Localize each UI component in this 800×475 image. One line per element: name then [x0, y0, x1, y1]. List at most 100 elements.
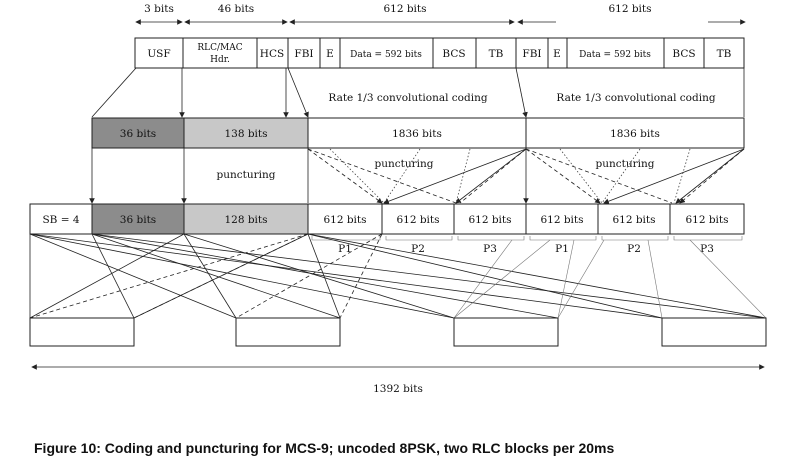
burst-box-2 — [235, 317, 341, 347]
block2-coding-arrow — [515, 67, 528, 118]
tb1-label: TB — [489, 48, 504, 60]
block2-puncturing-label: puncturing — [596, 158, 655, 170]
fbi2-field — [515, 37, 549, 69]
punct1-dash-a — [307, 148, 383, 204]
burst-cell-4-label: 612 bits — [540, 214, 583, 226]
usf-bits-label: 3 bits — [144, 3, 174, 15]
map-t1 — [453, 239, 513, 319]
map-15 — [307, 233, 767, 319]
map-8 — [91, 233, 767, 319]
map-t5 — [647, 239, 663, 319]
fbi2-label: FBI — [522, 48, 541, 60]
data2-label: Data = 592 bits — [579, 50, 651, 60]
hdr-bits-label: 46 bits — [218, 3, 254, 15]
punct2-solid-a — [603, 148, 745, 204]
punct2-solid-b — [675, 148, 745, 204]
burst-row: SB = 4 36 bits 128 bits 612 bits 612 bit… — [29, 203, 745, 235]
map-10 — [183, 233, 237, 319]
burst-cell-2 — [381, 203, 455, 235]
bcs1-field — [432, 37, 477, 69]
map-t3 — [557, 239, 575, 319]
punct2-dash-a — [525, 148, 601, 204]
burst-cell-3 — [453, 203, 527, 235]
coding-arrows — [91, 67, 745, 118]
rlc-mac-header-field — [182, 37, 258, 69]
block1-coding-arrow — [287, 67, 309, 118]
rlc-mac-label: RLC/MAC — [197, 43, 242, 53]
tb1-field — [475, 37, 517, 69]
bcs2-label: BCS — [672, 48, 695, 60]
coded-block2-label: 1836 bits — [610, 128, 660, 140]
map-d1 — [29, 233, 309, 319]
burst-hdr-label: 128 bits — [224, 214, 267, 226]
burst-cell-6-label: 612 bits — [685, 214, 728, 226]
punct1-dot-b — [383, 148, 421, 204]
map-13 — [307, 233, 341, 319]
p-label-5: P2 — [627, 243, 641, 255]
punct1-dash-b — [307, 148, 457, 204]
burst-cell-5-label: 612 bits — [612, 214, 655, 226]
brace-p2b — [601, 236, 669, 241]
p-label-4: P1 — [555, 243, 569, 255]
punct1-dot-c — [455, 148, 471, 204]
data1-label: Data = 592 bits — [350, 50, 422, 60]
p-label-2: P2 — [411, 243, 425, 255]
p-label-1: P1 — [338, 243, 352, 255]
burst-boxes — [29, 317, 767, 347]
map-9 — [29, 233, 185, 319]
brace-p1b — [529, 236, 597, 241]
brace-p1a — [311, 236, 381, 241]
usf-field-label: USF — [147, 48, 170, 60]
map-2 — [29, 233, 237, 319]
fbi1-label: FBI — [294, 48, 313, 60]
map-d3 — [235, 233, 383, 319]
coding-label-left: Rate 1/3 convolutional coding — [328, 92, 487, 104]
map-t2 — [453, 239, 551, 319]
map-5 — [91, 233, 135, 319]
coded-usf-label: 36 bits — [120, 128, 156, 140]
puncturing-area: puncturing puncturing puncturing — [89, 148, 745, 204]
burst-cell-5 — [597, 203, 671, 235]
burst-cell-4 — [525, 203, 599, 235]
map-6 — [91, 233, 341, 319]
sb-label: SB = 4 — [42, 214, 79, 226]
map-d4 — [339, 233, 383, 319]
p-braces — [311, 236, 743, 241]
punct2-dot-a — [559, 148, 603, 204]
burst-cell-1-label: 612 bits — [323, 214, 366, 226]
punct1-dash-c — [459, 148, 527, 204]
map-11 — [183, 233, 455, 319]
punct2-dot-c — [673, 148, 691, 204]
hcs-field-label: HCS — [260, 48, 284, 60]
burst-box-3 — [453, 317, 559, 347]
map-t4 — [557, 239, 605, 319]
map-d2 — [133, 233, 309, 319]
burst-cell-2-label: 612 bits — [396, 214, 439, 226]
usf-field — [134, 37, 184, 69]
p-label-6: P3 — [700, 243, 714, 255]
burst-usf-label: 36 bits — [120, 214, 156, 226]
coded-block2-cell — [525, 117, 745, 149]
hdr-label: Hdr. — [210, 55, 230, 65]
punct1-solid-b — [455, 148, 527, 204]
bcs1-label: BCS — [442, 48, 465, 60]
usf-fan-left — [91, 67, 137, 118]
top-bit-arrows: 3 bits 46 bits 612 bits 612 bits — [135, 3, 746, 25]
burst-box-4 — [661, 317, 767, 347]
block2-bits-label: 612 bits — [608, 3, 651, 15]
brace-p2a — [385, 236, 453, 241]
brace-p3a — [457, 236, 525, 241]
map-4 — [29, 233, 663, 319]
burst-box-1 — [29, 317, 135, 347]
block1-puncturing-label: puncturing — [375, 158, 434, 170]
punct2-dot-b — [601, 148, 641, 204]
block1-bits-label: 612 bits — [383, 3, 426, 15]
figure-caption: Figure 10: Coding and puncturing for MCS… — [34, 440, 615, 456]
hcs-field — [256, 37, 289, 69]
field-row: USF RLC/MAC Hdr. HCS FBI E Data = 592 bi… — [134, 37, 745, 69]
e1-label: E — [326, 48, 334, 60]
burst-mapping-lines — [29, 233, 767, 319]
map-3 — [29, 233, 455, 319]
tb2-label: TB — [717, 48, 732, 60]
coded-hdr-label: 138 bits — [224, 128, 267, 140]
